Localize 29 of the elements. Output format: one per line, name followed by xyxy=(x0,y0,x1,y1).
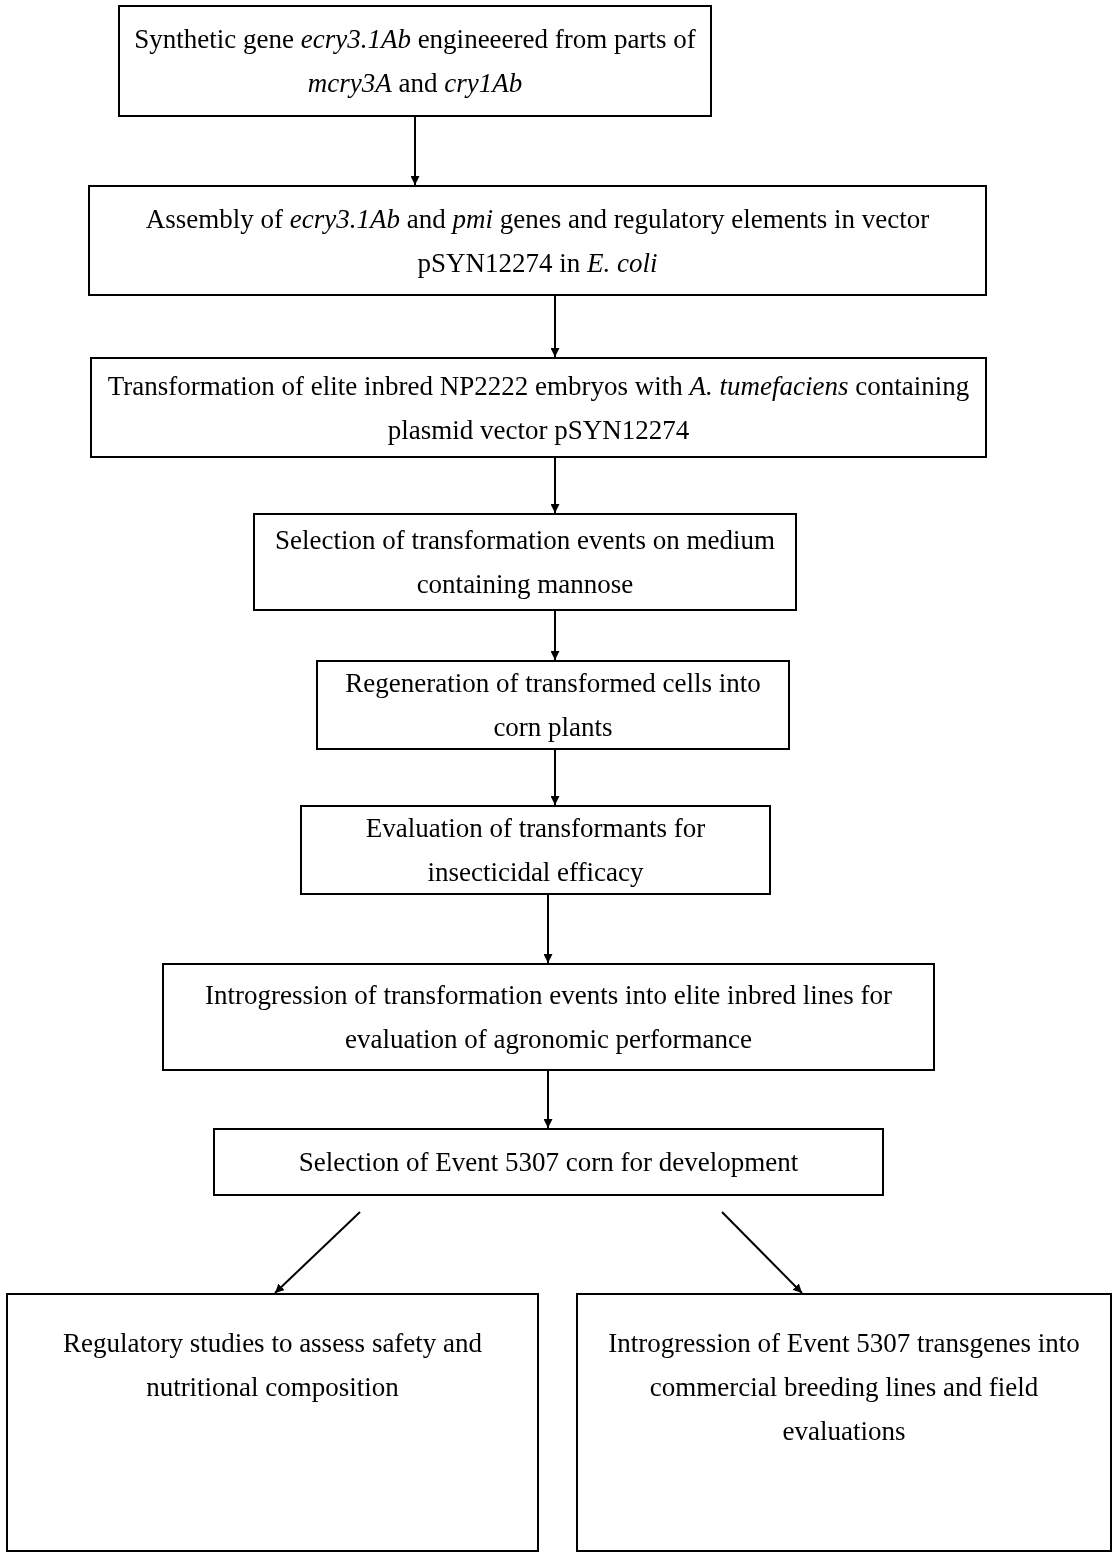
process-box xyxy=(253,513,797,611)
arrow xyxy=(721,1211,803,1294)
arrow xyxy=(274,1211,361,1294)
arrow xyxy=(550,295,560,358)
process-box xyxy=(316,660,790,750)
step-text: Introgression of Event 5307 transgenes into commercial breeding lines and field evaluations xyxy=(607,1327,1081,1448)
step-text: Introgression of transformation events into elite inbred lines for evaluation of agronomic performance xyxy=(204,979,893,1056)
step-text: Regeneration of transformed cells into corn plants xyxy=(344,667,762,744)
step-text: Synthetic gene ecry3.1Ab engineeered from parts of mcry3A and cry1Ab xyxy=(134,23,696,100)
step-text: Evaluation of transformants for insecticidal efficacy xyxy=(364,812,707,889)
arrow xyxy=(550,749,560,806)
arrow xyxy=(543,894,553,964)
step-text: Regulatory studies to assess safety and nutritional composition xyxy=(61,1327,484,1404)
process-box xyxy=(118,5,712,117)
step-text: Transformation of elite inbred NP2222 embryos with A. tumefaciens containing plasmid vector pSYN12274 xyxy=(106,369,971,447)
process-box xyxy=(162,963,935,1071)
step-text: Selection of Event 5307 corn for development xyxy=(298,1146,799,1179)
process-box xyxy=(88,185,987,296)
process-box xyxy=(90,357,987,458)
step-text: Selection of transformation events on medium containing mannose xyxy=(273,524,777,601)
arrow xyxy=(550,457,560,514)
process-box xyxy=(213,1128,884,1196)
process-box xyxy=(6,1293,539,1552)
arrow xyxy=(550,610,560,661)
process-box xyxy=(576,1293,1112,1552)
process-box xyxy=(300,805,771,895)
arrow xyxy=(410,116,420,186)
arrow xyxy=(543,1070,553,1129)
step-text: Assembly of ecry3.1Ab and pmi genes and regulatory elements in vector pSYN12274 in E. coli xyxy=(144,202,931,280)
